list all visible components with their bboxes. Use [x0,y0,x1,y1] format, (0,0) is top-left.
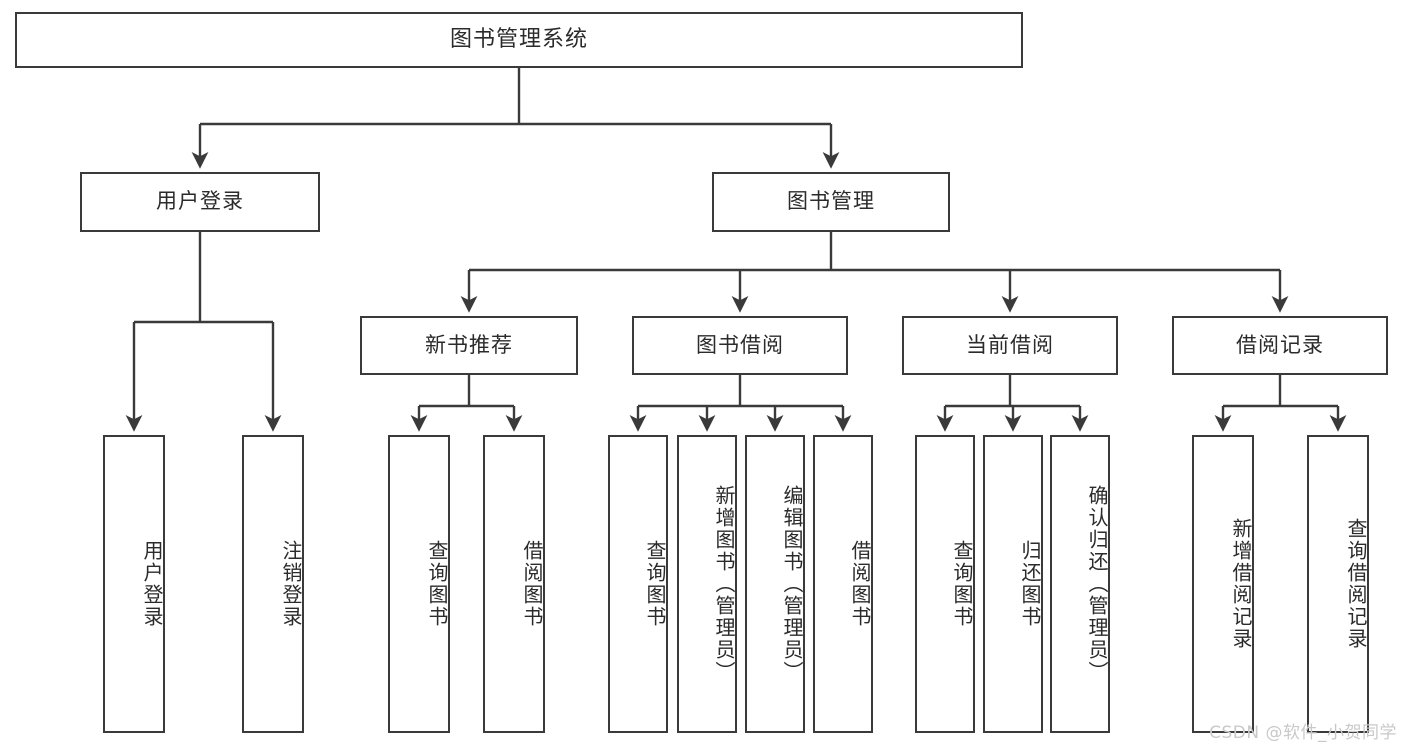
leaf-edit-book-admin-label: 编辑图书（管理员） [780,485,804,683]
node-borrow-record[interactable]: 借阅记录 [1172,316,1388,375]
leaf-add-book-admin[interactable]: 新增图书（管理员） [677,435,737,733]
leaf-query-book-current-label: 查询图书 [950,540,974,628]
node-new-book-recommend-label: 新书推荐 [425,332,513,357]
leaf-return-book-label: 归还图书 [1018,540,1042,628]
leaf-user-login-label: 用户登录 [140,540,164,628]
leaf-add-book-admin-label: 新增图书（管理员） [712,485,736,683]
node-book-borrow[interactable]: 图书借阅 [632,316,848,375]
leaf-borrow-book-label: 借阅图书 [848,540,872,628]
leaf-logout-label: 注销登录 [279,540,303,628]
node-root[interactable]: 图书管理系统 [15,12,1023,68]
node-book-management-label: 图书管理 [787,189,875,214]
leaf-query-book-current[interactable]: 查询图书 [915,435,975,733]
node-book-borrow-label: 图书借阅 [696,332,784,357]
node-root-label: 图书管理系统 [449,26,588,52]
leaf-query-book-borrow-label: 查询图书 [643,540,667,628]
leaf-add-borrow-record-label: 新增借阅记录 [1229,518,1253,650]
node-current-borrow[interactable]: 当前借阅 [902,316,1118,375]
leaf-return-book[interactable]: 归还图书 [983,435,1043,733]
leaf-confirm-return-admin-label: 确认归还（管理员） [1085,485,1109,683]
node-borrow-record-label: 借阅记录 [1236,332,1324,357]
leaf-add-borrow-record[interactable]: 新增借阅记录 [1192,435,1254,733]
leaf-query-book-recommend[interactable]: 查询图书 [388,435,450,733]
leaf-query-book-borrow[interactable]: 查询图书 [608,435,668,733]
leaf-borrow-book-recommend[interactable]: 借阅图书 [483,435,545,733]
leaf-query-book-recommend-label: 查询图书 [425,540,449,628]
leaf-borrow-book[interactable]: 借阅图书 [813,435,873,733]
leaf-user-login[interactable]: 用户登录 [103,435,165,733]
leaf-query-borrow-record-label: 查询借阅记录 [1344,518,1368,650]
leaf-query-borrow-record[interactable]: 查询借阅记录 [1307,435,1369,733]
leaf-borrow-book-recommend-label: 借阅图书 [520,540,544,628]
leaf-confirm-return-admin[interactable]: 确认归还（管理员） [1050,435,1110,733]
node-current-borrow-label: 当前借阅 [966,332,1054,357]
node-book-management[interactable]: 图书管理 [712,172,950,232]
node-user-login-label: 用户登录 [156,189,244,214]
node-user-login[interactable]: 用户登录 [80,172,320,232]
watermark: CSDN @软件_小贺同学 [1209,723,1397,743]
node-new-book-recommend[interactable]: 新书推荐 [360,316,578,375]
leaf-logout[interactable]: 注销登录 [242,435,304,733]
leaf-edit-book-admin[interactable]: 编辑图书（管理员） [745,435,805,733]
